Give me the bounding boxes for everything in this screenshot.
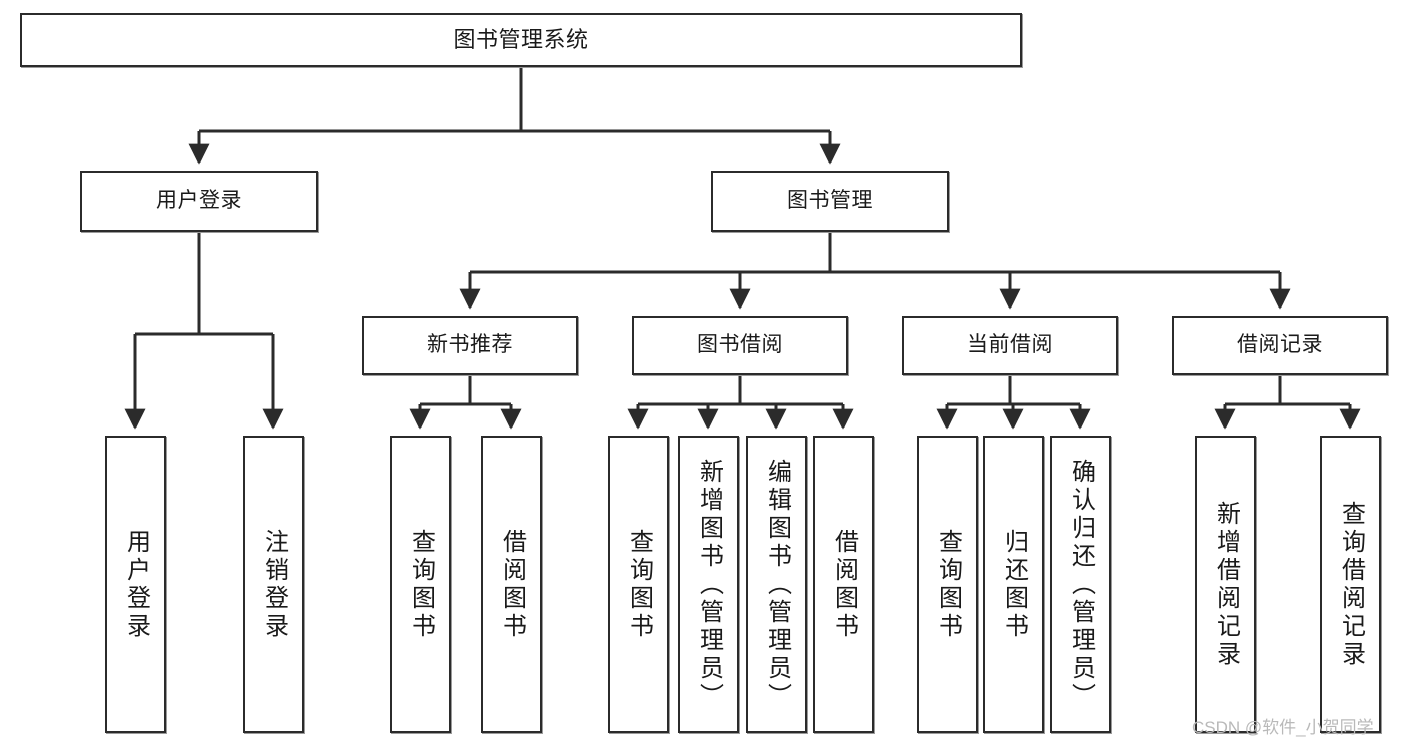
node-label: 新增借阅记录	[1212, 500, 1240, 669]
node-label: 查询借阅记录	[1337, 500, 1365, 669]
node-label: 新增图书（管理员）	[695, 458, 723, 711]
node-label: 编辑图书（管理员）	[763, 458, 791, 711]
node-label: 确认归还（管理员）	[1067, 458, 1095, 711]
leaf-current-query-book[interactable]: 查询图书	[917, 436, 978, 733]
leaf-borrow-borrow-book[interactable]: 借阅图书	[813, 436, 874, 733]
leaf-user-login-login[interactable]: 用户登录	[105, 436, 166, 733]
leaf-record-add-borrow-record[interactable]: 新增借阅记录	[1195, 436, 1256, 733]
leaf-borrow-edit-book-admin[interactable]: 编辑图书（管理员）	[746, 436, 807, 733]
leaf-borrow-add-book-admin[interactable]: 新增图书（管理员）	[678, 436, 739, 733]
node-label: 图书管理系统	[453, 27, 589, 53]
leaf-borrow-query-book[interactable]: 查询图书	[608, 436, 669, 733]
node-label: 用户登录	[122, 528, 150, 641]
leaf-current-return-book[interactable]: 归还图书	[983, 436, 1044, 733]
node-label: 查询图书	[934, 528, 962, 641]
node-label: 图书借阅	[697, 333, 783, 357]
node-new-book-recommendation[interactable]: 新书推荐	[362, 316, 578, 375]
leaf-recommend-borrow-book[interactable]: 借阅图书	[481, 436, 542, 733]
leaf-record-query-borrow-record[interactable]: 查询借阅记录	[1320, 436, 1381, 733]
node-user-login[interactable]: 用户登录	[80, 171, 318, 232]
node-current-borrow[interactable]: 当前借阅	[902, 316, 1118, 375]
node-label: 归还图书	[1000, 528, 1028, 641]
node-label: 查询图书	[407, 528, 435, 641]
node-label: 借阅图书	[498, 528, 526, 641]
node-label: 注销登录	[260, 528, 288, 641]
node-book-borrow[interactable]: 图书借阅	[632, 316, 848, 375]
leaf-recommend-query-book[interactable]: 查询图书	[390, 436, 451, 733]
node-label: 新书推荐	[427, 333, 513, 357]
node-label: 借阅图书	[830, 528, 858, 641]
leaf-current-confirm-return-admin[interactable]: 确认归还（管理员）	[1050, 436, 1111, 733]
leaf-user-login-logout[interactable]: 注销登录	[243, 436, 304, 733]
node-label: 查询图书	[625, 528, 653, 641]
node-label: 用户登录	[156, 189, 242, 213]
node-book-management[interactable]: 图书管理	[711, 171, 949, 232]
node-root-book-management-system[interactable]: 图书管理系统	[20, 13, 1022, 67]
node-label: 借阅记录	[1237, 333, 1323, 357]
node-borrow-record[interactable]: 借阅记录	[1172, 316, 1388, 375]
node-label: 当前借阅	[967, 333, 1053, 357]
node-label: 图书管理	[787, 189, 873, 213]
